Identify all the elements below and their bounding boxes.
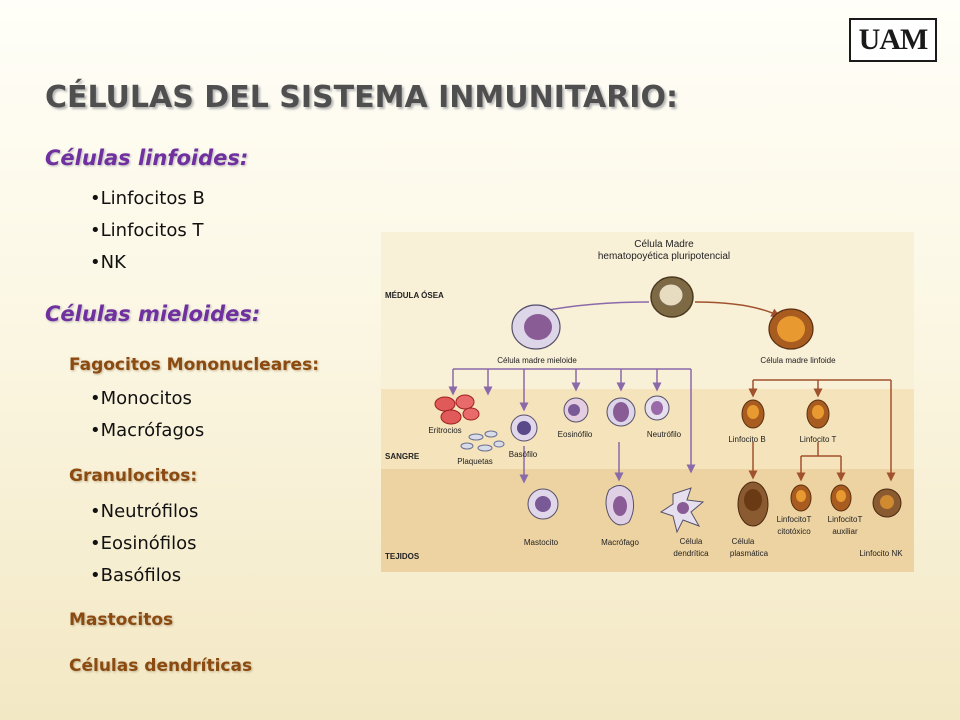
mast-cell-label: Mastocito [524, 538, 559, 547]
helper-label-1: LinfocitoT [828, 515, 863, 524]
cytotoxic-label-1: LinfocitoT [777, 515, 812, 524]
uam-logo: UAM [849, 18, 937, 62]
lymphoid-progenitor-cell [768, 308, 814, 350]
list-item: Linfocitos T [90, 215, 205, 247]
lymphoid-branches [748, 379, 896, 482]
macrophage-cell [605, 485, 635, 526]
monocyte-cell [606, 397, 636, 427]
myeloid-heading: Células mieloides: [45, 302, 261, 326]
marrow-zone [381, 232, 914, 389]
logo-text: UAM [858, 23, 929, 56]
list-item: Neutrófilos [90, 496, 199, 528]
myeloid-progenitor-label: Célula madre mieloide [497, 356, 577, 365]
neutrophil-label: Neutrófilo [647, 430, 682, 439]
cytotoxic-t-cell [790, 484, 812, 512]
t-lymphocyte-label: Linfocito T [800, 435, 837, 444]
myeloid-branches [448, 368, 696, 484]
platelets-label: Plaquetas [457, 457, 493, 466]
dendritic-heading: Células dendríticas [69, 656, 253, 676]
plasma-label-1: Célula [732, 537, 755, 546]
cytotoxic-label-2: citotóxico [777, 527, 811, 536]
dendritic-label-2: dendrítica [673, 549, 709, 558]
plasma-cell [737, 481, 769, 527]
t-lymphocyte-cell [806, 399, 830, 429]
nk-label: Linfocito NK [859, 549, 903, 558]
lymphoid-list: Linfocitos B Linfocitos T NK [90, 183, 205, 279]
stem-label-2: hematopoyética pluripotencial [598, 251, 730, 262]
list-item: NK [90, 247, 205, 279]
basophil-label: Basófilo [509, 450, 538, 459]
hematopoiesis-diagram: MÉDULA ÓSEA SANGRE TEJIDOS Célula Madre … [381, 232, 914, 572]
dendritic-cell [659, 487, 705, 534]
granulocytes-list: Neutrófilos Eosinófilos Basófilos [90, 496, 199, 592]
tissue-zone [381, 469, 914, 572]
lymphoid-progenitor-label: Célula madre linfoide [760, 356, 836, 365]
lymphoid-heading: Células linfoides: [45, 146, 249, 170]
erythrocytes-label: Eritrocios [428, 426, 461, 435]
plasma-label-2: plasmática [730, 549, 769, 558]
b-lymphocyte-label: Linfocito B [728, 435, 765, 444]
myeloid-progenitor-cell [511, 304, 561, 350]
granulocytes-heading: Granulocitos: [69, 466, 198, 486]
mononuclear-list: Monocitos Macrófagos [90, 383, 205, 447]
helper-t-cell [830, 484, 852, 512]
mast-cell [527, 488, 559, 520]
eosinophil-label: Eosinófilo [558, 430, 593, 439]
page-title: CÉLULAS DEL SISTEMA INMUNITARIO: [45, 80, 678, 115]
nk-cell [872, 488, 902, 518]
b-lymphocyte-cell [741, 399, 765, 429]
list-item: Linfocitos B [90, 183, 205, 215]
erythrocytes-cells [434, 394, 480, 425]
blood-label: SANGRE [385, 452, 420, 461]
platelets-cells [460, 430, 505, 452]
dendritic-label-1: Célula [680, 537, 703, 546]
mononuclear-heading: Fagocitos Mononucleares: [69, 355, 320, 375]
list-item: Monocitos [90, 383, 204, 415]
helper-label-2: auxiliar [832, 527, 858, 536]
marrow-label: MÉDULA ÓSEA [385, 291, 444, 300]
macrophage-label: Macrófago [601, 538, 639, 547]
arrow-to-lymphoid [694, 301, 781, 317]
neutrophil-cell [644, 395, 670, 421]
stem-label-1: Célula Madre [634, 239, 694, 250]
stem-cell [650, 276, 694, 318]
list-item: Macrófagos [90, 415, 205, 447]
list-item: Eosinófilos [90, 528, 198, 560]
mast-heading: Mastocitos [69, 610, 174, 630]
tissues-label: TEJIDOS [385, 552, 420, 561]
eosinophil-cell [563, 397, 589, 423]
basophil-cell [510, 414, 538, 442]
list-item: Basófilos [90, 560, 198, 592]
